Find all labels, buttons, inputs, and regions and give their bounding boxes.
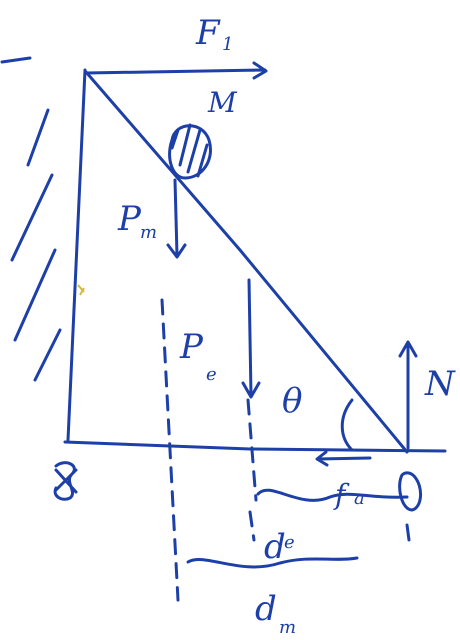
ladder-line <box>84 70 409 454</box>
f1-arrow <box>84 61 268 80</box>
normal-arrow <box>398 340 418 450</box>
friction-arrow <box>315 450 372 467</box>
ground-line <box>63 440 447 453</box>
m-label: M <box>207 86 238 119</box>
pm-label-main: P <box>117 199 142 239</box>
origin-mark <box>398 471 422 542</box>
base-mark <box>53 461 78 501</box>
n-label: N <box>424 364 456 404</box>
de-brace <box>256 488 409 502</box>
pe-arrow <box>241 278 261 399</box>
fa-label-sub: a <box>354 488 365 509</box>
pm-label-sub: m <box>140 222 157 243</box>
de-label-main: d <box>264 527 286 567</box>
wall-hatching <box>0 56 62 382</box>
dashed-projections <box>160 298 258 602</box>
f1-label-sub: 1 <box>222 34 233 55</box>
wall-line <box>66 68 87 442</box>
f1-label-main: F <box>195 13 221 53</box>
person-mass-shape <box>168 123 212 180</box>
de-label-sub: e <box>284 532 295 553</box>
dm-brace <box>186 556 359 569</box>
pm-arrow <box>166 178 187 259</box>
dm-label-sub: m <box>279 617 296 638</box>
theta-label: θ <box>282 381 302 421</box>
pe-label-main: P <box>179 327 204 367</box>
pe-label-sub: e <box>206 364 217 385</box>
yellow-mark <box>77 284 85 296</box>
theta-arc <box>340 398 354 452</box>
dm-label-main: d <box>255 589 277 629</box>
